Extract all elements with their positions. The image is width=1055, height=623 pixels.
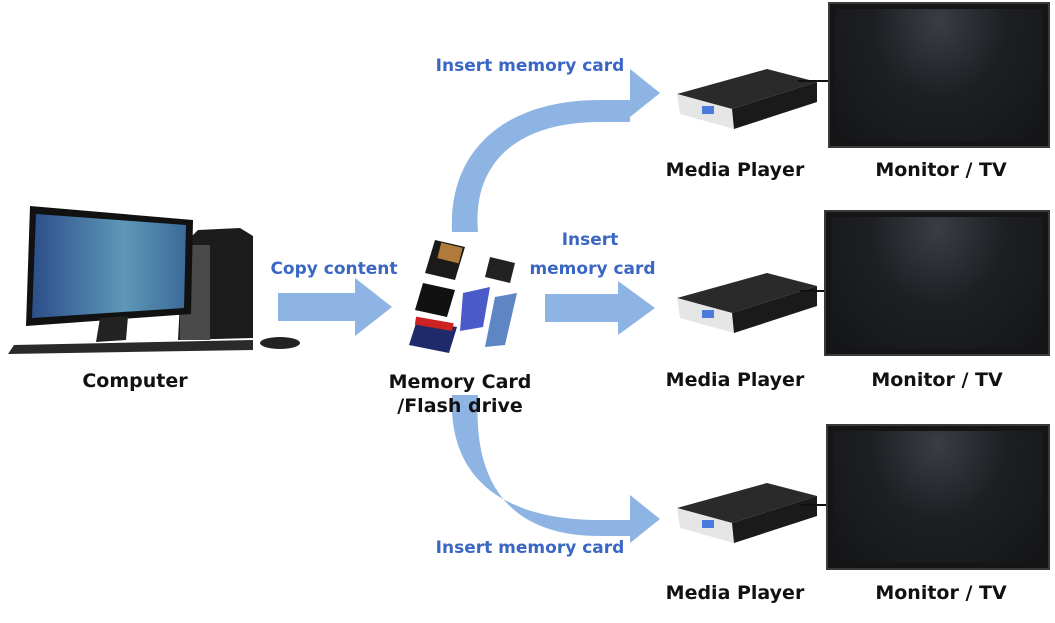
insert-top-label: Insert memory card <box>435 56 625 76</box>
media-player-icon <box>677 273 817 333</box>
computer-icon <box>8 206 300 354</box>
monitor-screen-icon <box>831 217 1043 349</box>
monitor-label-1: Monitor / TV <box>875 159 1007 181</box>
copy-content-label: Copy content <box>270 259 398 279</box>
memory-card-icon <box>409 240 517 353</box>
insert-middle-label-line1: Insert <box>561 230 619 250</box>
cable-3 <box>800 504 826 506</box>
media-player-label-2: Media Player <box>665 369 805 391</box>
media-player-label-3: Media Player <box>665 582 805 604</box>
insert-top-arrow <box>451 69 660 232</box>
monitor-screen-icon <box>833 431 1043 563</box>
insert-middle-arrow <box>545 281 655 335</box>
monitor-1 <box>828 2 1050 148</box>
media-player-2 <box>672 268 822 338</box>
media-player-label-1: Media Player <box>665 159 805 181</box>
insert-bottom-arrow <box>451 395 660 543</box>
monitor-3 <box>826 424 1050 570</box>
memory-card-node <box>405 235 530 353</box>
media-player-icon <box>677 69 817 129</box>
cable-1 <box>798 80 828 82</box>
insert-middle-label-line2: memory card <box>529 259 656 279</box>
memory-card-label-line1: Memory Card <box>388 371 532 393</box>
monitor-label-2: Monitor / TV <box>871 369 1003 391</box>
monitor-2 <box>824 210 1050 356</box>
media-player-icon <box>677 483 817 543</box>
computer-node <box>8 200 308 360</box>
computer-label: Computer <box>82 370 188 392</box>
insert-bottom-label: Insert memory card <box>435 538 625 558</box>
copy-arrow <box>278 278 392 336</box>
monitor-screen-icon <box>835 9 1043 141</box>
media-player-3 <box>672 478 822 548</box>
media-player-1 <box>672 64 822 134</box>
memory-card-label-line2: /Flash drive <box>397 395 523 417</box>
monitor-label-3: Monitor / TV <box>875 582 1007 604</box>
cable-2 <box>800 290 826 292</box>
